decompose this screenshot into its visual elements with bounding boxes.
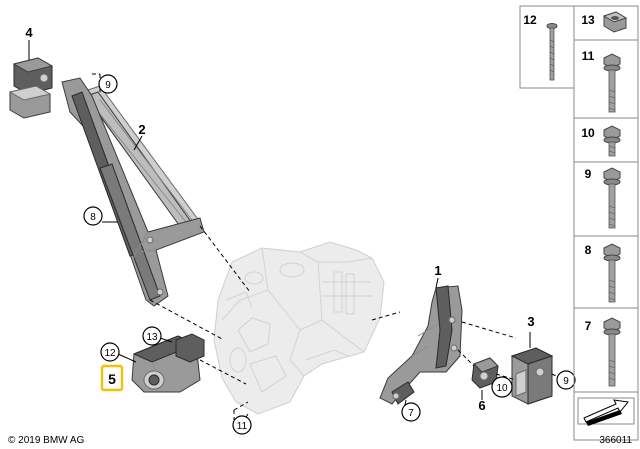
svg-text:4: 4 [25, 25, 33, 40]
svg-text:7: 7 [408, 408, 414, 419]
fastener-8-bolt: 8 [585, 243, 621, 303]
fastener-9-bolt: 9 [585, 167, 621, 229]
callout-4: 4 [25, 25, 33, 40]
svg-text:6: 6 [478, 398, 485, 413]
callout-3: 3 [527, 314, 534, 329]
svg-text:11: 11 [582, 49, 595, 63]
svg-text:9: 9 [585, 167, 592, 181]
callout-12: 12 [100, 342, 120, 362]
fastener-panel: 12 13 11 10 9 [519, 5, 639, 441]
fastener-11-bolt: 11 [582, 49, 621, 113]
callout-6: 6 [478, 398, 485, 413]
svg-text:13: 13 [581, 13, 595, 27]
svg-text:12: 12 [523, 13, 537, 27]
svg-text:5: 5 [108, 371, 116, 387]
part-4-engine-mount [8, 40, 54, 119]
callout-9-top: 9 [98, 74, 118, 94]
callout-13: 13 [142, 326, 162, 346]
callout-5-highlighted: 5 [100, 364, 124, 392]
callout-8: 8 [83, 206, 103, 226]
svg-text:8: 8 [585, 243, 592, 257]
svg-text:1: 1 [434, 263, 441, 278]
svg-text:11: 11 [237, 421, 248, 432]
callout-7: 7 [401, 402, 421, 422]
part-1-support-bracket [379, 285, 463, 405]
transmission-ghost [213, 241, 385, 415]
fastener-12-bolt: 12 [523, 13, 558, 81]
svg-text:8: 8 [90, 212, 96, 223]
svg-text:7: 7 [585, 319, 592, 333]
part-6-rubber-block [471, 357, 499, 389]
callout-9-right: 9 [556, 370, 576, 390]
svg-text:12: 12 [104, 348, 116, 359]
fastener-7-bolt: 7 [585, 317, 621, 387]
svg-text:9: 9 [563, 376, 569, 387]
svg-text:10: 10 [581, 126, 595, 140]
svg-text:10: 10 [496, 383, 508, 394]
diagram-number: 366011 [599, 435, 632, 446]
direction-arrow-icon [577, 397, 635, 426]
svg-text:9: 9 [105, 80, 111, 91]
svg-text:13: 13 [146, 332, 158, 343]
callout-2: 2 [138, 122, 145, 137]
callout-10: 10 [491, 376, 513, 398]
callout-11: 11 [232, 415, 252, 435]
svg-text:2: 2 [138, 122, 145, 137]
callout-1: 1 [434, 263, 441, 278]
copyright-text: © 2019 BMW AG [8, 435, 85, 446]
svg-text:3: 3 [527, 314, 534, 329]
fastener-10-bolt: 10 [581, 125, 621, 157]
part-8-bracket-frame [61, 77, 205, 307]
part-5-transmission-mount [131, 333, 205, 393]
part-3-gearbox-mount [510, 332, 554, 405]
fastener-13-nut: 13 [581, 11, 628, 33]
